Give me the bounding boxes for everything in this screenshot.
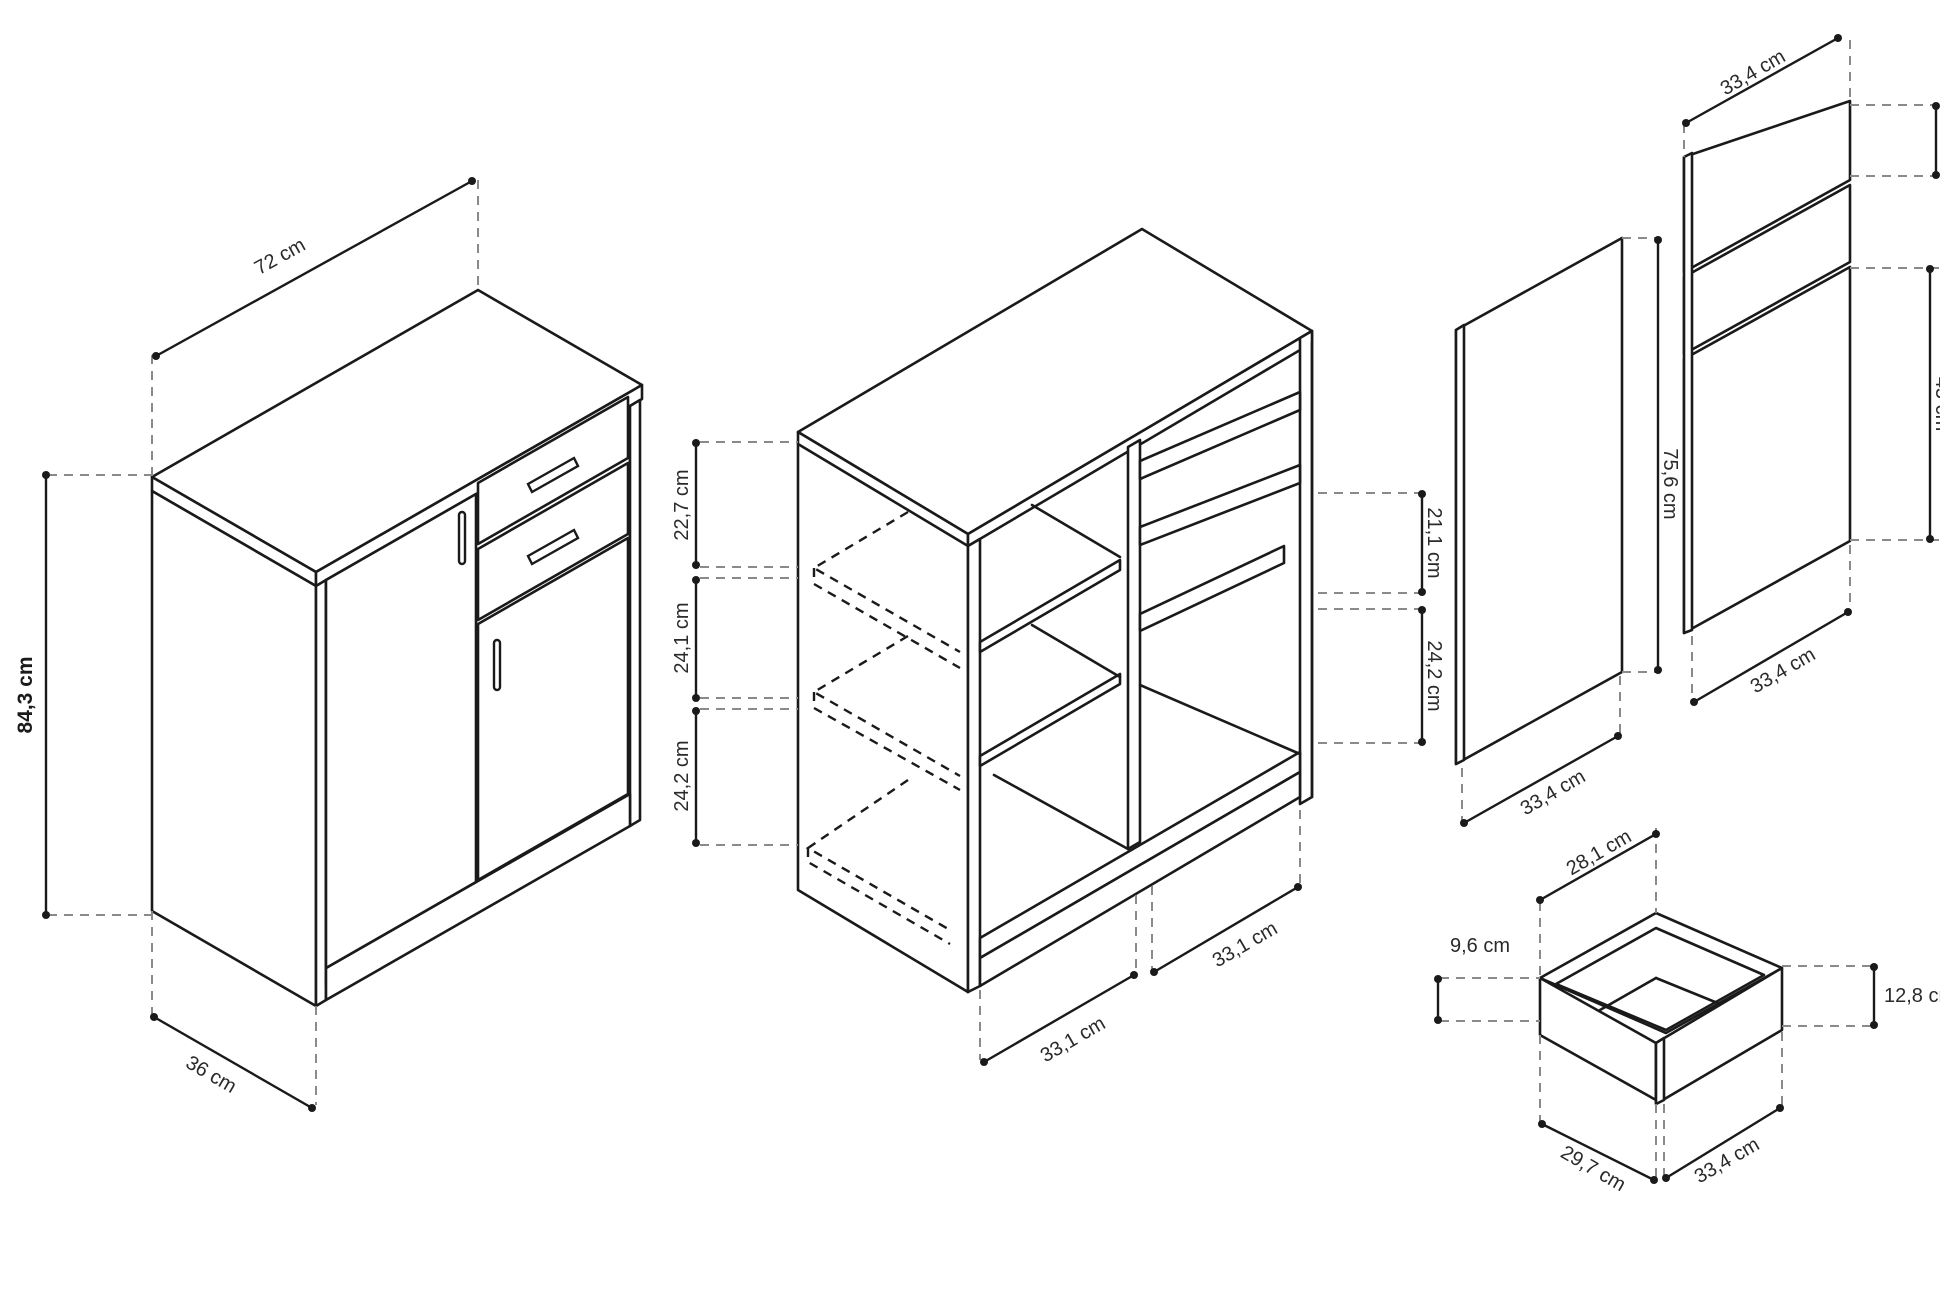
cabinet-left-door xyxy=(324,492,478,970)
front-stack-right-partial: 45 cm xyxy=(1931,377,1940,431)
compartment-width-1: 33,1 cm xyxy=(1037,1012,1110,1067)
tall-door-panel: 75,6 cm 33,4 cm xyxy=(1454,236,1681,827)
right-shelf-middle xyxy=(1138,544,1286,633)
front-stack-top-width: 33,4 cm xyxy=(1717,45,1790,100)
front-stack-bottom-width: 33,4 cm xyxy=(1747,643,1820,698)
shelf-gap-left-2: 24,1 cm xyxy=(671,602,693,673)
drawer-front-height-label: 12,8 cm xyxy=(1884,985,1940,1007)
assembled-cabinet xyxy=(150,288,644,1008)
cabinet-width-label: 72 cm xyxy=(251,234,309,280)
shelf-gap-left-1: 22,7 cm xyxy=(671,469,693,540)
cabinet-right-stile xyxy=(628,398,642,828)
carcass-dimensions: 22,7 cm 24,1 cm 24,2 cm 21,1 cm 24,2 cm … xyxy=(671,439,1445,1067)
right-shelf-top xyxy=(1138,390,1302,481)
cabinet-right-door xyxy=(476,536,630,882)
tall-door-height-label: 75,6 cm xyxy=(1659,448,1681,519)
carcass-left-front-edge xyxy=(966,537,982,994)
shelf-gap-right-2: 24,2 cm xyxy=(1423,640,1445,711)
drawer-side-height-label: 9,6 cm xyxy=(1450,935,1510,957)
tall-door-face xyxy=(1454,236,1624,766)
shelf-gap-left-3: 24,2 cm xyxy=(671,740,693,811)
left-shelf-upper xyxy=(978,558,1122,654)
front-stack-edge xyxy=(1682,151,1694,635)
drawer-box: 28,1 cm 9,6 cm 12,8 cm 29,7 cm 33,4 cm xyxy=(1434,825,1940,1196)
cabinet-depth-label: 36 cm xyxy=(182,1052,240,1098)
compartment-width-2: 33,1 cm xyxy=(1209,917,1282,972)
carcass-divider xyxy=(1126,438,1142,851)
right-door-handle xyxy=(492,638,502,692)
carcass-plinth xyxy=(978,770,1302,988)
tall-door-edge xyxy=(1454,323,1466,766)
left-shelf-lower xyxy=(978,672,1122,768)
open-carcass xyxy=(796,227,1314,994)
front-stack: 33,4 cm 45 cm 33,4 cm xyxy=(1682,34,1940,706)
drawer-middle-handle xyxy=(526,528,580,566)
drawer-front-edge xyxy=(1654,1036,1666,1106)
right-shelf-upper xyxy=(1138,463,1302,547)
drawer-top-handle xyxy=(526,456,580,494)
left-door-handle xyxy=(457,510,467,566)
cabinet-height-label: 84,3 cm xyxy=(14,656,37,733)
carcass-right-front-edge xyxy=(1298,329,1314,806)
cabinet-front-stile xyxy=(314,578,328,1008)
shelf-gap-right-1: 21,1 cm xyxy=(1423,507,1445,578)
